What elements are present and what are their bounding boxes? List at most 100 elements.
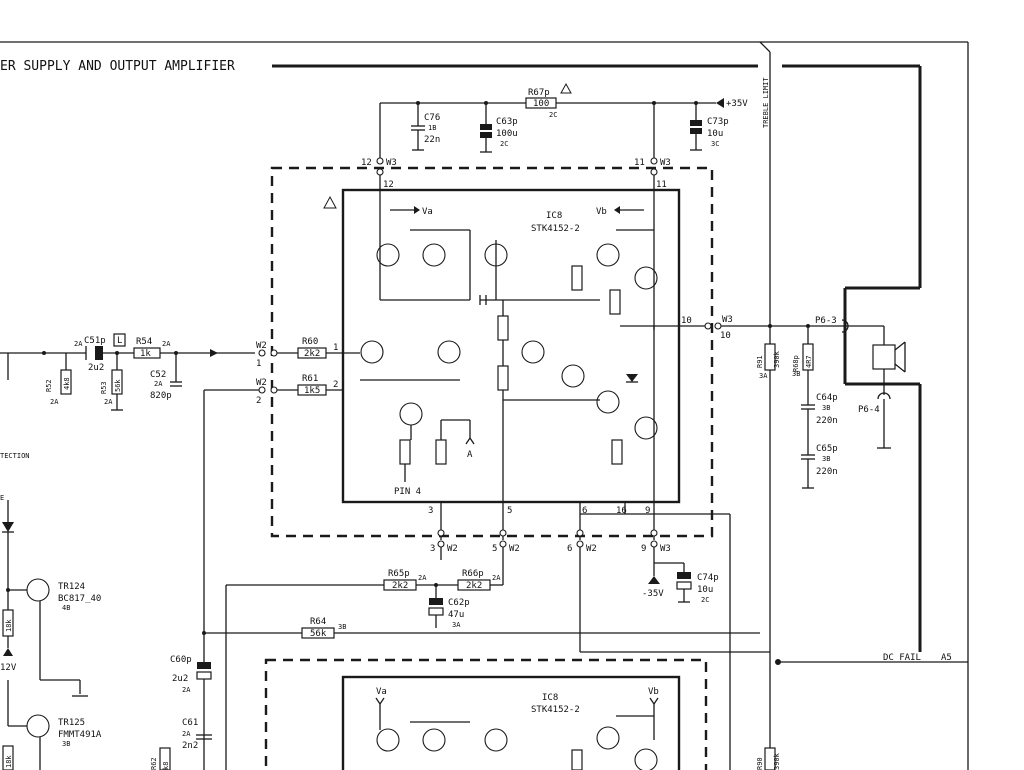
c64p-ref: C64p	[816, 393, 838, 403]
conn-w2-2-label: W2	[256, 378, 267, 388]
r66p-value: 2k2	[466, 581, 482, 591]
r90-ref: R90	[756, 757, 764, 770]
ic8-lower-vb: Vb	[648, 687, 659, 697]
conn-w3-10-label: W3	[722, 315, 733, 325]
r67p-value: 100	[533, 99, 549, 109]
r65p-grid: 2A	[418, 574, 427, 582]
c74p-capacitor	[677, 572, 691, 579]
dc-fail-label: DC FAIL	[883, 653, 921, 663]
c60p-ref: C60p	[170, 655, 192, 665]
treble-limit-label: TREBLE LIMIT	[762, 77, 770, 128]
ic8-upper-box	[341, 188, 681, 504]
c63p-capacitor	[480, 124, 492, 130]
r53-ref: R53	[100, 381, 108, 394]
tr125-grid: 3B	[62, 740, 70, 748]
r90-value: 390k	[773, 752, 781, 770]
c51p-value: 2u2	[88, 363, 104, 373]
ic-pin-6: 6	[582, 506, 587, 516]
r54-grid: 2A	[162, 340, 171, 348]
c76-grid: 1B	[428, 124, 436, 132]
r66p-ref: R66p	[462, 569, 484, 579]
r65p-value: 2k2	[392, 581, 408, 591]
conn-w2-2-pin: 2	[256, 396, 261, 406]
r-18k-a-value: 18k	[5, 619, 13, 632]
conn-w2-5-pin: 5	[492, 544, 497, 554]
lower-amp-module	[264, 658, 708, 770]
c76-ref: C76	[424, 113, 440, 123]
ic-pin-12: 12	[383, 180, 394, 190]
tr124-value: BC817_40	[58, 594, 101, 604]
tr125-ref: TR125	[58, 718, 85, 728]
ic-pin-10: 10	[681, 316, 692, 326]
r64-value: 56k	[310, 629, 327, 639]
conn-w3-9-label: W3	[660, 544, 671, 554]
r52-resistor	[60, 369, 72, 395]
c65p-value: 220n	[816, 467, 838, 477]
ic-pin-16: 16	[616, 506, 627, 516]
c51p-grid: 2A	[74, 340, 83, 348]
ic-pin-2: 2	[333, 380, 338, 390]
r67p-warning-icon	[560, 82, 572, 94]
r-18k-b-value: 18k	[5, 755, 13, 768]
c62p-grid: 3A	[452, 621, 461, 629]
ic8-upper-part: STK4152-2	[531, 224, 580, 234]
conn-w2-6-label: W2	[586, 544, 597, 554]
r52-value: 4k8	[63, 377, 71, 390]
conn-w2-5-label: W2	[509, 544, 520, 554]
ic8-upper-va: Va	[422, 207, 433, 217]
conn-w3-9-pin: 9	[641, 544, 646, 554]
r52-grid: 2A	[50, 398, 59, 406]
tr125-value: FMMT491A	[58, 730, 102, 740]
protection-diode	[2, 522, 14, 532]
c65p-grid: 3B	[822, 455, 830, 463]
c65p-ref: C65p	[816, 444, 838, 454]
r60-ref: R60	[302, 337, 318, 347]
ic-pin-3: 3	[428, 506, 433, 516]
conn-w2-1-label: W2	[256, 341, 267, 351]
module-warning-icon	[323, 195, 337, 209]
r52-ref: R52	[45, 379, 53, 392]
c62p-ref: C62p	[448, 598, 470, 608]
tr124-grid: 4B	[62, 604, 70, 612]
conn-w3-12-label: W3	[386, 158, 397, 168]
r67p-ref: R67p	[528, 88, 550, 98]
c64p-value: 220n	[816, 416, 838, 426]
tr124-transistor	[26, 578, 50, 602]
r65p-ref: R65p	[388, 569, 410, 579]
r54-value: 1k	[140, 349, 151, 359]
tr124-ref: TR124	[58, 582, 85, 592]
protection-label: TECTION	[0, 452, 30, 460]
e-mark: E	[0, 494, 4, 502]
dc-fail-ref: A5	[941, 653, 952, 663]
ic8-upper-internal	[360, 190, 679, 502]
supply-negative-label: -35V	[642, 589, 664, 599]
ic-pin-11: 11	[656, 180, 667, 190]
r67p-grid: 2C	[549, 111, 557, 119]
negative-supply-arrow	[648, 576, 660, 584]
ic8-upper-name: IC8	[546, 211, 562, 221]
ic-pin-9: 9	[645, 506, 650, 516]
r67p-resistor	[525, 97, 557, 109]
r54-ref: R54	[136, 337, 152, 347]
c52-grid: 2A	[154, 380, 163, 388]
ic-pin-5: 5	[507, 506, 512, 516]
conn-w2-3-label: W2	[447, 544, 458, 554]
c73p-capacitor	[690, 120, 702, 126]
conn-w3-12-pin: 12	[361, 158, 372, 168]
c74p-value: 10u	[697, 585, 713, 595]
ic8-lower-internal	[375, 697, 659, 770]
r53-value: 56k	[114, 379, 122, 392]
c62p-capacitor	[429, 598, 443, 605]
r68p-value: 4R7	[805, 355, 813, 368]
r66p-grid: 2A	[492, 574, 501, 582]
r-18k-b	[2, 745, 14, 770]
r68p-grid: 3B	[792, 370, 800, 378]
c61-ref: C61	[182, 718, 198, 728]
c76-value: 22n	[424, 135, 440, 145]
r68p-ref: R68p	[792, 355, 800, 372]
ic-pin-1: 1	[333, 343, 338, 353]
r62-ref: R62	[150, 757, 158, 770]
c51p-capacitor	[95, 346, 103, 360]
r91-resistor	[764, 343, 776, 371]
